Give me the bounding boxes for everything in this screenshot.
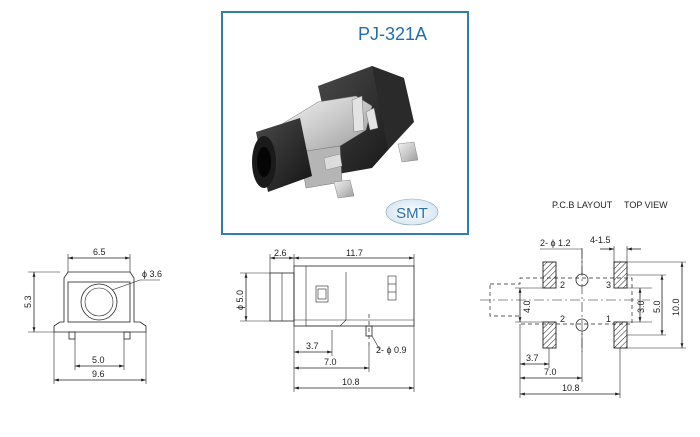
pad-2-bottom xyxy=(542,321,557,349)
side-pin-diameter: 2- ϕ 0.9 xyxy=(376,345,407,355)
layout-left-dim: 4.0 xyxy=(522,300,532,313)
pin-label-2-top: 2 xyxy=(560,280,565,290)
front-hole-diameter: ϕ 3.6 xyxy=(142,269,162,279)
connector-illustration xyxy=(252,66,419,199)
front-total-width: 9.6 xyxy=(92,369,105,379)
pin-label-3: 3 xyxy=(606,280,611,290)
pin-label-2-bottom: 2 xyxy=(560,314,565,324)
layout-bottom-dim-1: 3.7 xyxy=(526,353,539,363)
pad-1 xyxy=(613,321,628,349)
layout-right-dim-1: 3.0 xyxy=(636,300,646,313)
side-pin-position-1: 3.7 xyxy=(306,341,319,351)
pad-2-top xyxy=(542,261,557,289)
pad-3 xyxy=(613,261,628,289)
smt-badge-label: SMT xyxy=(396,205,428,222)
layout-hole-diameter: 2- ϕ 1.2 xyxy=(540,238,571,248)
pin-label-1: 1 xyxy=(606,314,611,324)
side-pin-position-2: 7.0 xyxy=(324,357,337,367)
side-front-length: 2.6 xyxy=(274,248,287,258)
front-view-drawing: 6.5 5.3 ϕ 3.6 5.0 9.6 xyxy=(23,247,162,384)
front-inner-width: 5.0 xyxy=(92,355,105,365)
layout-bottom-dim-2: 7.0 xyxy=(544,367,557,377)
side-total-length: 10.8 xyxy=(342,377,360,387)
side-diameter: ϕ 5.0 xyxy=(235,290,245,310)
top-view-label: TOP VIEW xyxy=(624,200,668,210)
layout-right-dim-2: 5.0 xyxy=(652,300,662,313)
smt-badge: SMT xyxy=(385,198,439,226)
side-view-drawing: 2.6 11.7 ϕ 5.0 3.7 7.0 2- ϕ 0.9 10.8 xyxy=(235,248,415,392)
model-label: PJ-321A xyxy=(358,24,427,44)
front-width-top: 6.5 xyxy=(93,247,106,257)
pcb-layout-drawing: 2 2 3 1 2- ϕ 1.2 4-1.5 4.0 3.0 5.0 10.0 xyxy=(480,235,686,398)
side-body-length: 11.7 xyxy=(346,248,363,258)
front-height: 5.3 xyxy=(23,295,33,308)
layout-pad-size: 4-1.5 xyxy=(590,235,611,245)
pcb-layout-title: P.C.B LAYOUT xyxy=(552,200,613,210)
layout-right-dim-3: 10.0 xyxy=(671,298,681,316)
product-photo: PJ-321A SMT xyxy=(221,11,469,235)
layout-bottom-dim-3: 10.8 xyxy=(562,383,580,393)
